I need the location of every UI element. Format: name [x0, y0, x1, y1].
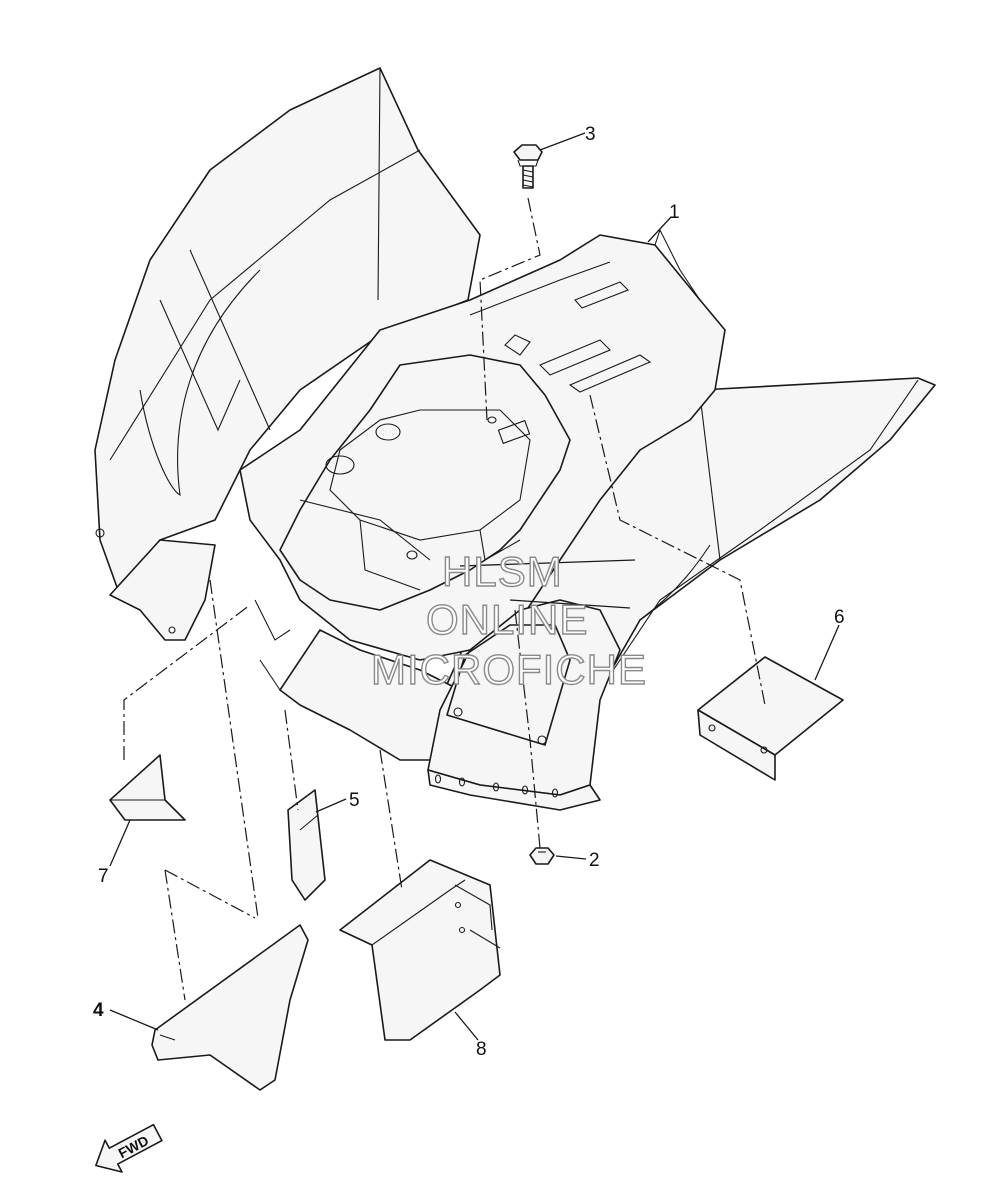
panel-part-6[interactable] [697, 656, 844, 781]
callout-8: 8 [476, 1039, 487, 1060]
arrow-icon [95, 1123, 163, 1173]
callout-2: 2 [589, 850, 600, 871]
watermark-line-3: MICROFICHE [371, 646, 647, 693]
watermark: HLSM ONLINE MICROFICHE [370, 547, 647, 693]
forward-direction-arrow: FWD [95, 1123, 163, 1173]
callout-4: 4 [93, 1000, 104, 1021]
flap-part-5[interactable] [287, 789, 326, 901]
bracket-part-7[interactable] [109, 754, 186, 821]
callout-1: 1 [669, 202, 680, 223]
assembly-lines [123, 197, 766, 1001]
watermark-line-2: ONLINE [426, 596, 588, 643]
callout-leaders [109, 132, 840, 1041]
bolt-part-3[interactable] [513, 144, 543, 189]
callout-3: 3 [585, 124, 596, 145]
fender-storage-well [279, 354, 571, 611]
callout-5: 5 [349, 790, 360, 811]
side-panel-part-4[interactable] [151, 924, 309, 1091]
fender-center-body [239, 234, 726, 661]
rear-fender-part-1[interactable] [94, 67, 936, 811]
callout-6: 6 [834, 607, 845, 628]
watermark-line-1: HLSM [442, 548, 563, 595]
callout-7: 7 [98, 866, 109, 887]
fender-left-flap [109, 539, 216, 641]
mudflap-part-8[interactable] [339, 859, 501, 1041]
license-plate-recess [446, 624, 571, 746]
nut-part-2[interactable] [529, 847, 555, 865]
